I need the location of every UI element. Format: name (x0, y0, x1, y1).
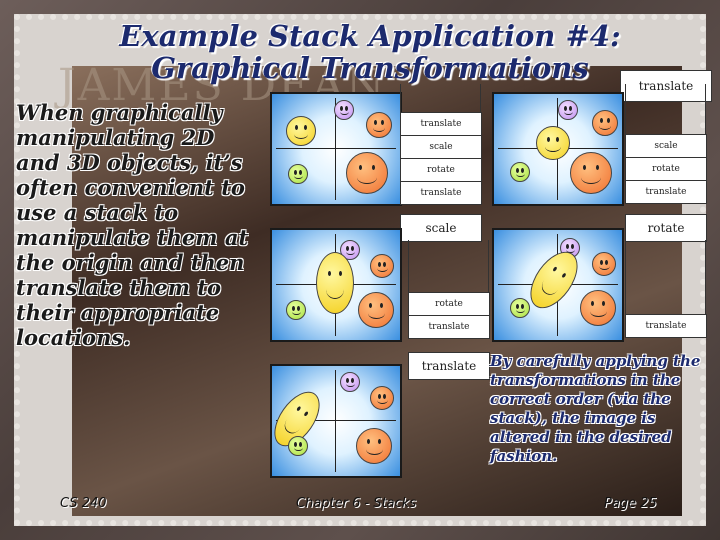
stack-2-item: rotate (626, 157, 706, 180)
stack-2: scale rotate translate (625, 134, 707, 204)
scale-op-box: scale (400, 214, 482, 242)
smiley-icon (592, 110, 618, 136)
footer-course: CS 240 (60, 496, 107, 511)
stack-1-item: scale (401, 135, 481, 158)
caption-text: By carefully applying the transformation… (490, 352, 701, 465)
smiley-icon (510, 298, 530, 318)
smiley-icon (370, 386, 394, 410)
stack-1-item: translate (401, 181, 481, 204)
title-line-1: Example Stack Application #4: (119, 19, 621, 53)
smiley-icon (366, 112, 392, 138)
stack-4: translate (625, 314, 707, 338)
stack-3-item: translate (409, 315, 489, 338)
panel-final (265, 364, 402, 478)
smiley-icon (286, 116, 316, 146)
smiley-icon (340, 240, 360, 260)
stack-1-item: translate (420, 119, 462, 129)
smiley-icon (340, 372, 360, 392)
smiley-icon (346, 152, 388, 194)
smiley-icon (316, 252, 354, 314)
rotate-op-box: rotate (625, 214, 707, 242)
translate-op-box: translate (408, 352, 490, 380)
stack-2-item: translate (626, 180, 706, 203)
panel-translated (492, 92, 624, 206)
footer-page: Page 25 (604, 496, 657, 511)
title-line-2: Graphical Transformations (151, 51, 589, 85)
smiley-icon (288, 436, 308, 456)
smiley-icon (580, 290, 616, 326)
panel-scaled (270, 228, 402, 342)
smiley-icon (334, 100, 354, 120)
stack-3: rotate translate (408, 292, 490, 339)
translate-op-label: translate (421, 359, 477, 373)
panel-rotated (492, 228, 624, 342)
smiley-icon (592, 252, 616, 276)
smiley-icon (558, 100, 578, 120)
stack-1-item: rotate (401, 158, 481, 181)
smiley-icon (570, 152, 612, 194)
stack-4-item: translate (645, 321, 687, 331)
rotate-op-label: rotate (647, 221, 685, 235)
stack-3-item: rotate (435, 299, 463, 309)
stack-2-item: scale (654, 141, 678, 151)
scale-op-label: scale (425, 221, 457, 235)
smiley-icon (536, 126, 570, 160)
top-translate-box: translate (620, 70, 712, 102)
stack-1: translate scale rotate translate (400, 112, 482, 205)
smiley-icon (358, 292, 394, 328)
slide-title: Example Stack Application #4: Graphical … (80, 20, 660, 84)
smiley-icon (510, 162, 530, 182)
top-translate-label: translate (638, 79, 694, 93)
body-text: When graphically manipulating 2D and 3D … (16, 100, 249, 350)
smiley-icon (288, 164, 308, 184)
panel-original (270, 92, 402, 206)
footer-chapter: Chapter 6 - Stacks (296, 496, 417, 511)
smiley-icon (286, 300, 306, 320)
smiley-icon (370, 254, 394, 278)
smiley-icon (356, 428, 392, 464)
